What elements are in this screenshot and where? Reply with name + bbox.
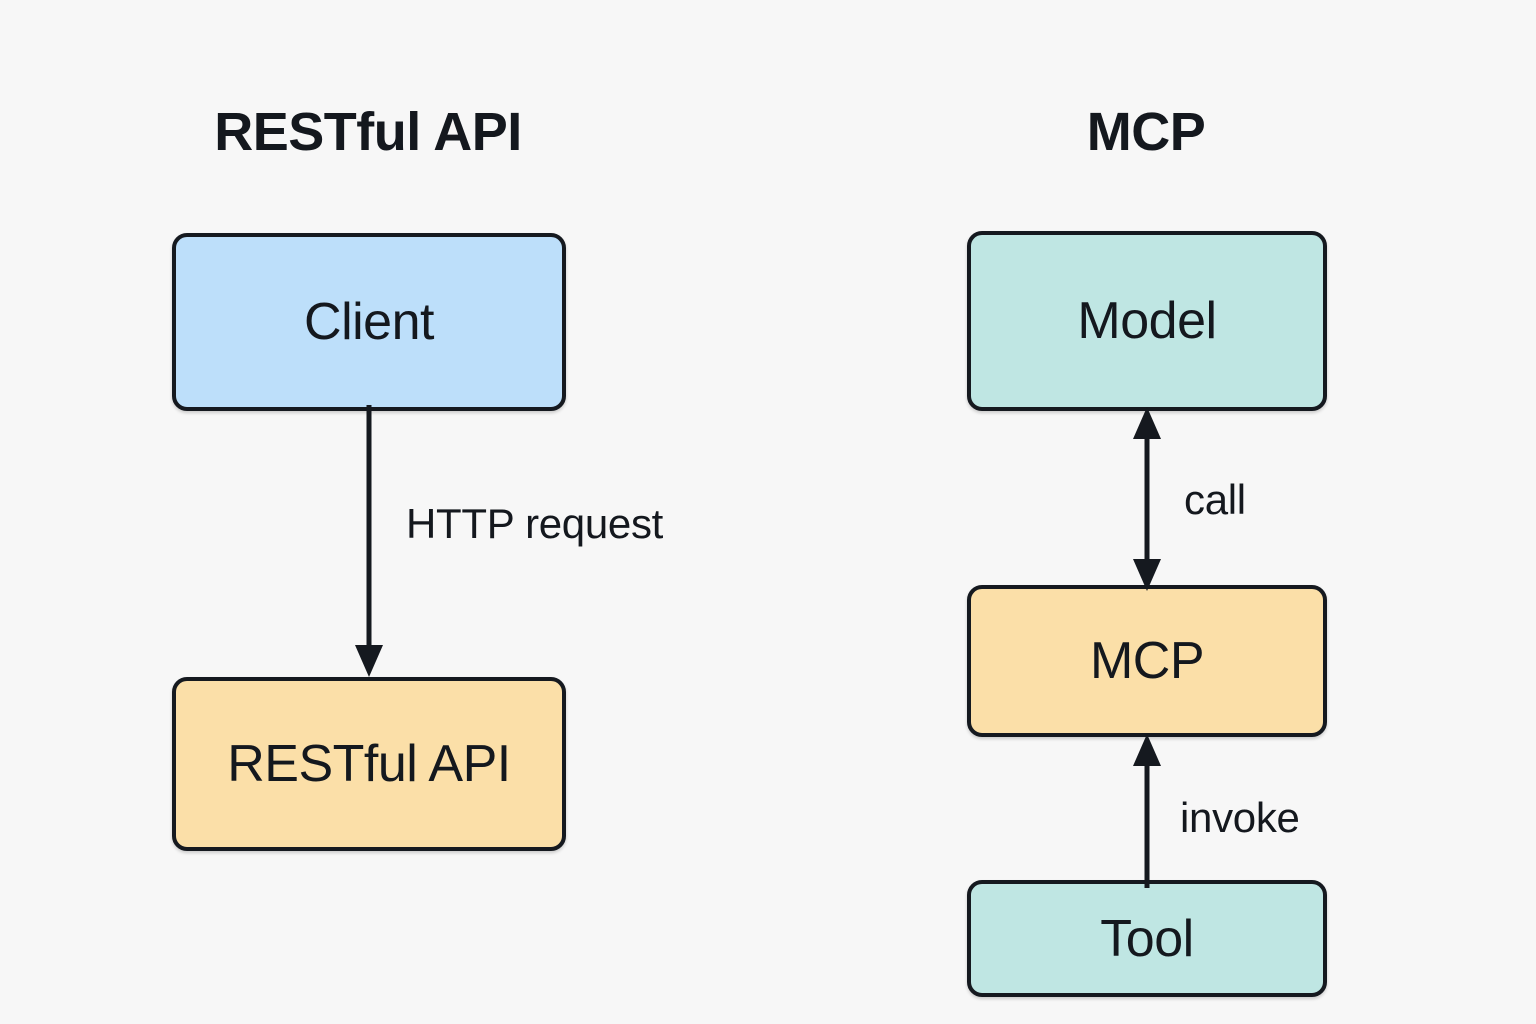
node-mcp[interactable]: MCP [967, 585, 1327, 737]
edge-label-invoke: invoke [1180, 794, 1300, 841]
node-mcp-label: MCP [1089, 632, 1205, 690]
arrow-bidirectional-icon-model-mcp [1133, 407, 1161, 591]
arrow-down-icon-client-to-restful-api [355, 405, 383, 677]
node-tool-label: Tool [1100, 909, 1194, 968]
node-client-label: Client [304, 293, 434, 351]
node-client[interactable]: Client [172, 233, 566, 411]
node-tool[interactable]: Tool [967, 880, 1327, 997]
column-title-mcp: MCP [1086, 102, 1206, 162]
node-restful-api-label: RESTful API [227, 735, 511, 793]
node-model-label: Model [1077, 292, 1217, 350]
column-title-restful-api: RESTful API [214, 102, 522, 162]
edge-label-call: call [1184, 476, 1246, 523]
arrow-up-icon-tool-to-mcp [1133, 734, 1161, 888]
edge-label-http-request: HTTP request [406, 500, 664, 547]
node-model[interactable]: Model [967, 231, 1327, 411]
node-restful-api[interactable]: RESTful API [172, 677, 566, 851]
